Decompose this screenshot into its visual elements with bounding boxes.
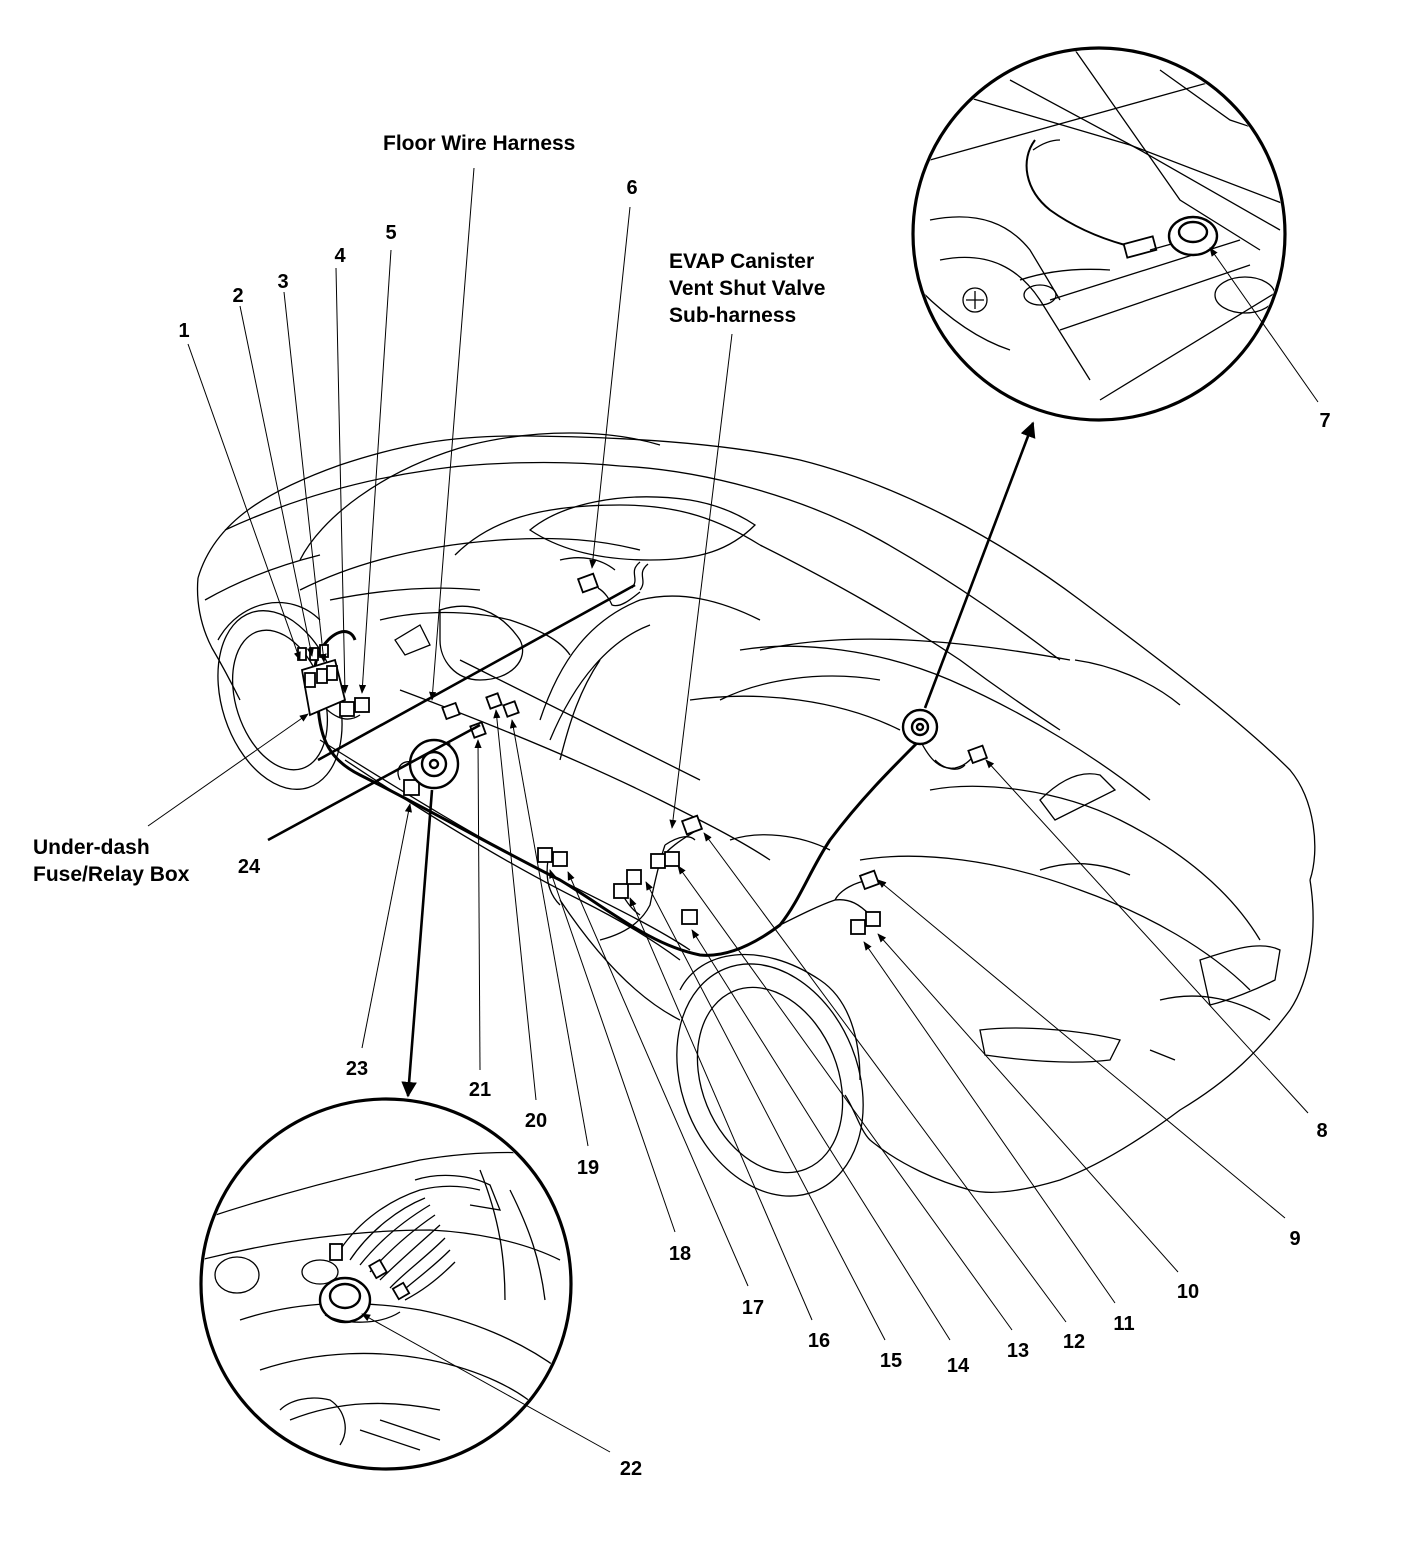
callout-4: 4 [334,245,346,267]
callout-13: 13 [1006,1340,1030,1362]
callout-7: 7 [1319,410,1331,432]
callout-17: 17 [741,1297,765,1319]
ground-terminals [408,708,939,790]
fuse-relay-box [297,644,347,717]
callout-1: 1 [178,320,190,342]
callout-24: 24 [237,856,261,878]
callout-10: 10 [1176,1281,1200,1303]
under-dash-label-line2: Fuse/Relay Box [33,863,190,886]
leader-lines [147,167,1319,1453]
evap-label-line1: EVAP Canister [669,250,815,273]
car-body-outline [196,432,1316,1197]
callout-16: 16 [807,1330,831,1352]
callout-3: 3 [277,271,289,293]
under-dash-label-line1: Under-dash [33,836,150,859]
detail-arrows [401,421,1036,1098]
callout-22: 22 [619,1458,643,1480]
detail-circle-22 [199,1097,573,1471]
callout-21: 21 [468,1079,492,1101]
callout-5: 5 [385,222,397,244]
callout-14: 14 [946,1355,970,1377]
detail-circle-7 [911,46,1287,422]
connector-boxes [339,572,989,935]
floor-wire-harness-label: Floor Wire Harness [383,132,576,155]
callout-23: 23 [345,1058,369,1080]
callout-11: 11 [1113,1313,1135,1335]
callout-19: 19 [576,1157,600,1179]
callout-20: 20 [524,1110,548,1132]
callout-6: 6 [626,177,638,199]
evap-label-line2: Vent Shut Valve [669,277,826,300]
callout-12: 12 [1062,1331,1086,1353]
callout-2: 2 [232,285,244,307]
callout-8: 8 [1316,1120,1328,1142]
callout-9: 9 [1289,1228,1301,1250]
callout-18: 18 [668,1243,692,1265]
callout-15: 15 [879,1350,903,1372]
evap-label-line3: Sub-harness [669,304,797,327]
